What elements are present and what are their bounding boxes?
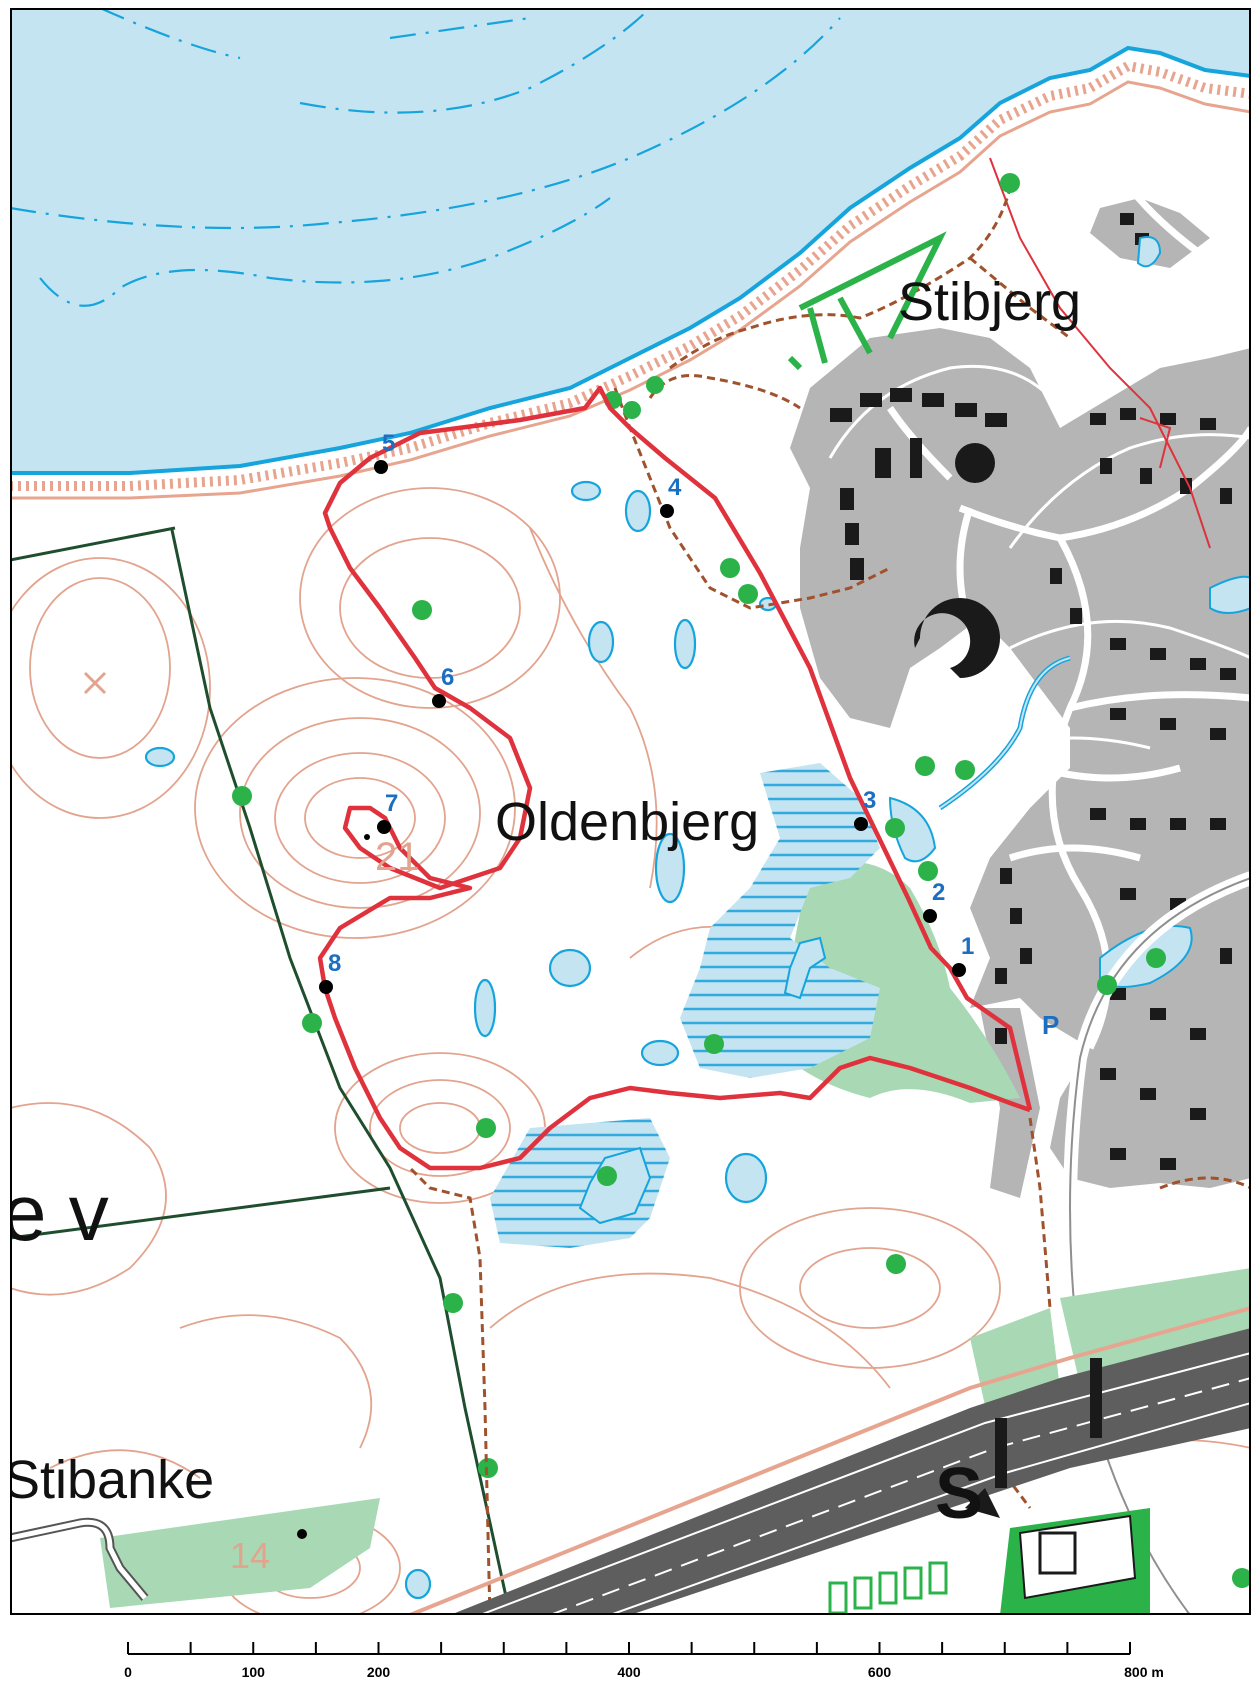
buildings (830, 213, 1236, 1170)
svg-text:1: 1 (961, 933, 974, 960)
svg-text:2: 2 (932, 879, 945, 906)
footpaths (408, 187, 1251, 1615)
beach-road (10, 80, 1251, 500)
route-point-1[interactable]: 1 (952, 933, 974, 977)
scale-label: 800 m (1124, 1664, 1164, 1680)
cross-marker (83, 671, 107, 695)
shoreline (10, 45, 1251, 475)
route-point-7[interactable]: 7 (377, 790, 398, 834)
station-label: S (935, 1454, 983, 1534)
route-point-3[interactable]: 3 (854, 787, 876, 831)
trees (412, 173, 1251, 1588)
street-outlines (828, 364, 1251, 750)
scale-label: 400 (617, 1664, 641, 1680)
label-ev: e v (10, 1168, 109, 1257)
route-point-2[interactable]: 2 (923, 879, 945, 923)
summit-dot-stibanke (297, 1529, 307, 1539)
summit-dot (364, 834, 370, 840)
svg-text:5: 5 (382, 430, 395, 457)
scale-label: 0 (124, 1664, 132, 1680)
route-point-4[interactable]: 4 (660, 474, 682, 518)
svg-text:6: 6 (441, 664, 454, 691)
ponds (144, 480, 778, 1600)
map-frame (10, 8, 1251, 1615)
route-line (317, 385, 1033, 1171)
hedge-lines (787, 231, 947, 371)
red-trails (989, 157, 1211, 549)
label-oldenbjerg: Oldenbjerg (495, 792, 759, 852)
route-points: 1 2 3 4 5 6 7 (319, 430, 974, 994)
scale-label: 200 (366, 1664, 391, 1680)
label-stibanke: Stibanke (10, 1450, 214, 1510)
svg-text:3: 3 (863, 787, 876, 814)
fence-lines (10, 526, 512, 1615)
route-point-5[interactable]: 5 (374, 430, 395, 474)
svg-text:4: 4 (668, 474, 682, 501)
elevation-21: 21 (375, 835, 420, 879)
svg-text:8: 8 (328, 950, 341, 977)
label-stibjerg: Stibjerg (898, 272, 1081, 332)
map-canvas: 1 2 3 4 5 6 7 (10, 8, 1251, 1615)
svg-text:7: 7 (385, 790, 398, 817)
station-area (828, 1488, 1150, 1615)
parking-label: P (1042, 1010, 1059, 1040)
fence-trees (232, 786, 498, 1478)
route-point-6[interactable]: 6 (432, 664, 454, 708)
sea-area (10, 8, 1251, 473)
elevation-14: 14 (230, 1535, 270, 1576)
route-point-8[interactable]: 8 (319, 950, 341, 994)
scale-label: 100 (241, 1664, 265, 1680)
depth-lines (10, 8, 841, 307)
contour-lines (10, 487, 1251, 1615)
scale-label: 600 (867, 1664, 892, 1680)
scale-bar (127, 1642, 1131, 1655)
motorway (409, 1306, 1251, 1615)
